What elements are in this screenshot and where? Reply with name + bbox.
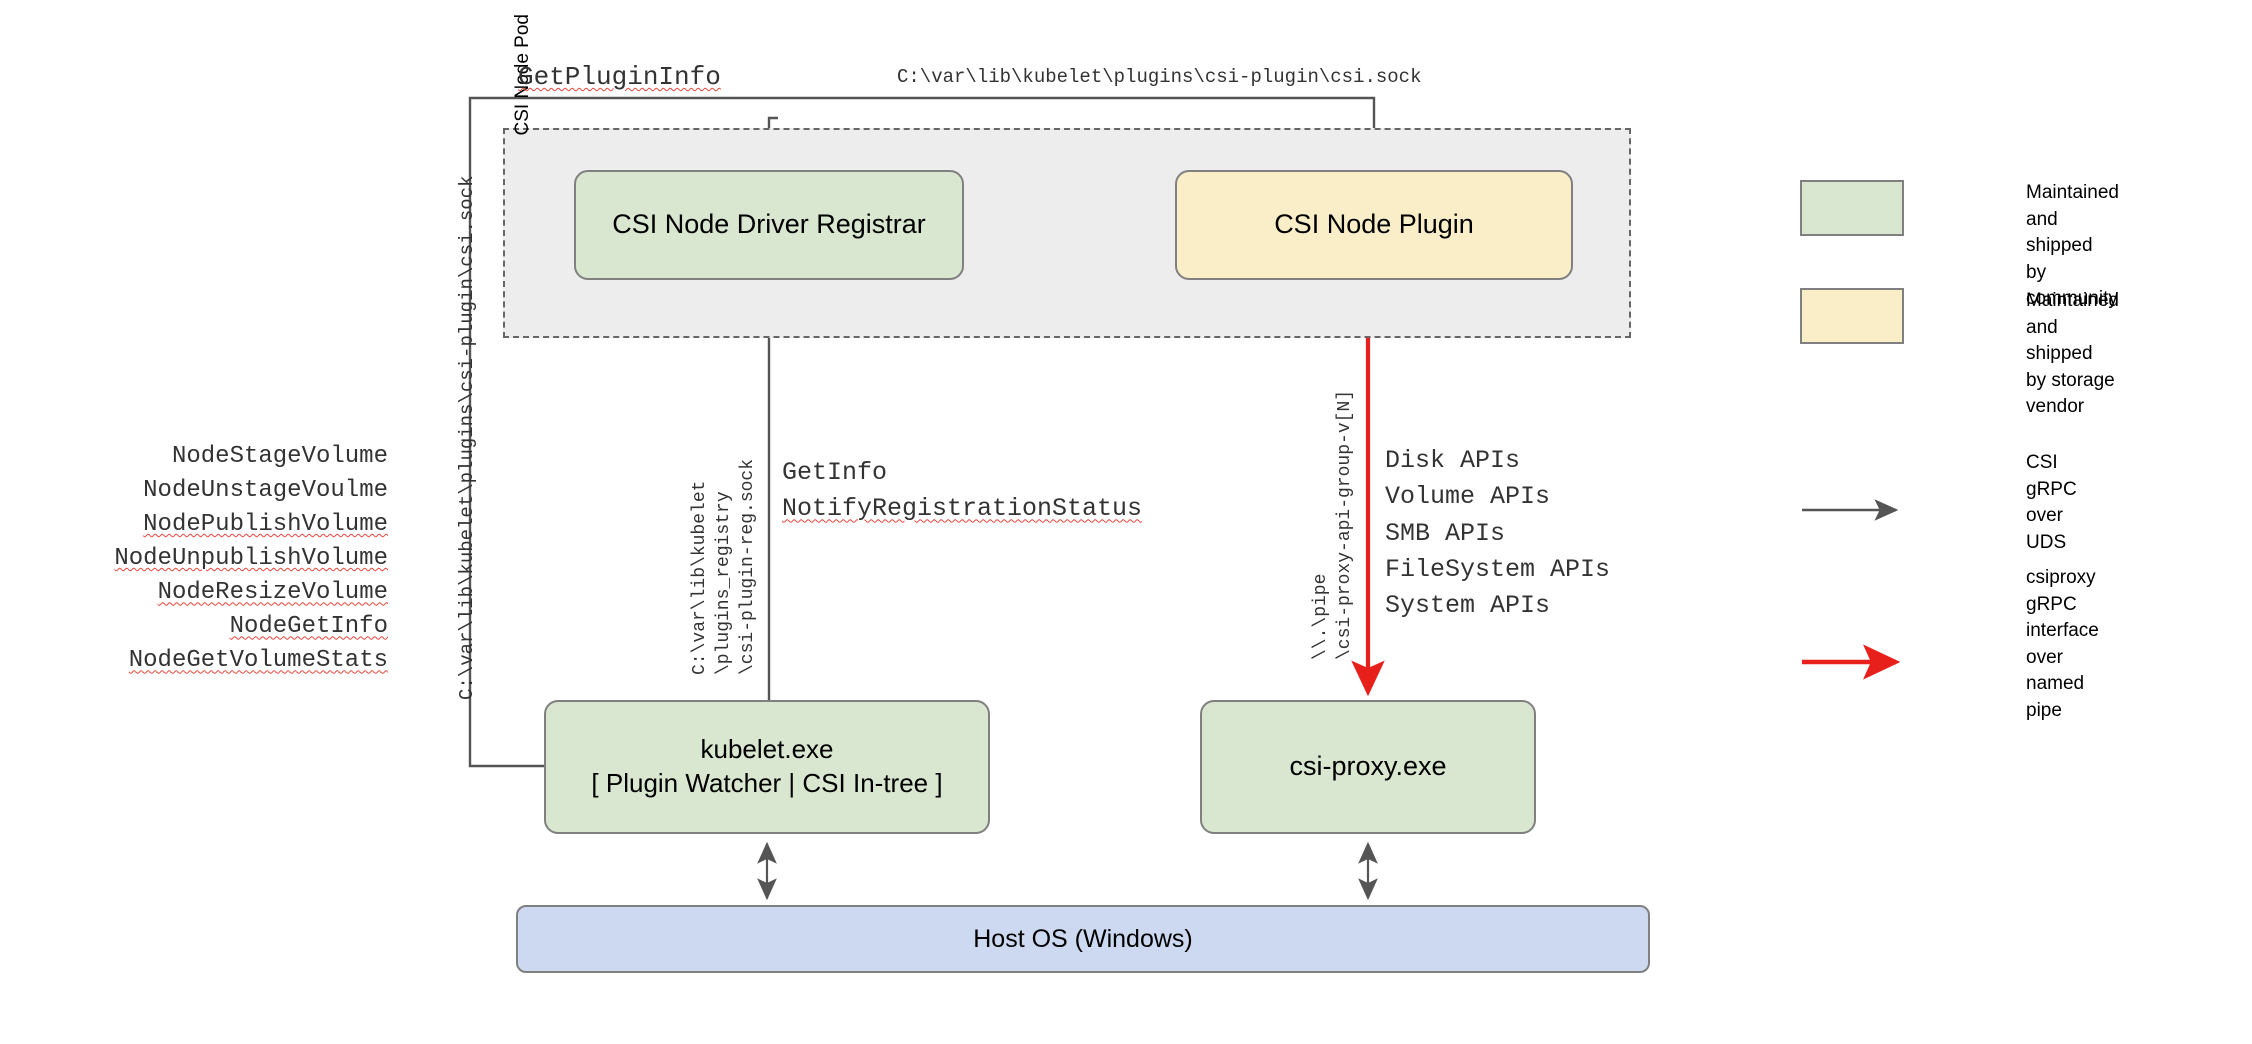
- node-host-os-label: Host OS (Windows): [973, 924, 1193, 953]
- label-registry-sock-line3: \csi-plugin-reg.sock: [738, 458, 758, 675]
- legend-item-uds-arrow: CSI gRPC over UDS: [1800, 450, 2077, 556]
- legend-label-named-pipe: csiproxy gRPC interface over named pipe: [2026, 567, 2099, 721]
- csi-proxy-api-item: Volume APIs: [1385, 482, 1551, 512]
- node-csi-node-plugin-label: CSI Node Plugin: [1274, 209, 1474, 240]
- legend-label-community: Maintained and shipped by community: [2026, 182, 2119, 310]
- node-api-item: NodeUnstageVoulme: [143, 477, 388, 505]
- edge-getplugininfo: [468, 96, 1385, 768]
- registration-api-item: NotifyRegistrationStatus: [782, 494, 1143, 524]
- node-api-row: NodeStageVolume: [88, 440, 388, 474]
- node-api-item: NodeUnpublishVolume: [114, 545, 388, 573]
- label-registry-sock-line2: \plugins_registry: [714, 491, 734, 675]
- node-api-item: NodePublishVolume: [143, 511, 388, 539]
- node-api-item: NodeGetVolumeStats: [128, 647, 388, 675]
- label-csi-sock-path-left: C:\var\lib\kubelet\plugins\csi-plugin\cs…: [456, 175, 478, 701]
- node-api-row: NodeResizeVolume: [88, 576, 388, 610]
- csi-proxy-api-item: System APIs: [1385, 591, 1551, 620]
- legend-label-uds: CSI gRPC over UDS: [2026, 452, 2077, 553]
- label-named-pipe-line1: \\.\pipe: [1311, 573, 1331, 660]
- legend-swatch-vendor: [1800, 288, 1904, 344]
- node-api-row: NodeGetVolumeStats: [88, 644, 388, 678]
- node-csi-proxy-exe[interactable]: csi-proxy.exe: [1200, 700, 1536, 834]
- csi-proxy-api-item: SMB APIs: [1385, 518, 1506, 548]
- node-csi-node-driver-registrar[interactable]: CSI Node Driver Registrar: [574, 170, 964, 280]
- node-api-item: NodeResizeVolume: [157, 579, 388, 607]
- node-kubelet-exe[interactable]: kubelet.exe [ Plugin Watcher | CSI In-tr…: [544, 700, 990, 834]
- node-api-row: NodeUnpublishVolume: [88, 542, 388, 576]
- node-kubelet-exe-subtitle: [ Plugin Watcher | CSI In-tree ]: [591, 768, 943, 798]
- registration-api-item: GetInfo: [782, 458, 888, 487]
- node-csi-node-driver-registrar-label: CSI Node Driver Registrar: [612, 209, 926, 240]
- legend-label-vendor: Maintained and shipped by storage vendor: [2026, 290, 2119, 418]
- csi-node-pod-label: CSI Node Pod: [512, 14, 533, 136]
- label-named-pipe-line2: \csi-proxy-api-group-v[N]: [1335, 389, 1355, 660]
- node-api-item: NodeStageVolume: [171, 443, 388, 470]
- legend-item-community: Maintained and shipped by community: [1800, 180, 2119, 313]
- node-kubelet-exe-title: kubelet.exe: [700, 734, 834, 765]
- node-csi-proxy-exe-label: csi-proxy.exe: [1289, 751, 1447, 782]
- label-get-plugin-info: GetPluginInfo: [518, 62, 721, 92]
- csi-proxy-api-item: FileSystem APIs: [1385, 554, 1611, 584]
- node-api-row: NodePublishVolume: [88, 508, 388, 542]
- legend-item-named-pipe-arrow: csiproxy gRPC interface over named pipe: [1800, 565, 2099, 725]
- node-api-row: NodeUnstageVoulme: [88, 474, 388, 508]
- legend-arrow-uds-icon: [1800, 450, 1904, 470]
- node-host-os[interactable]: Host OS (Windows): [516, 905, 1650, 973]
- node-api-item: NodeGetInfo: [229, 613, 388, 641]
- node-api-row: NodeGetInfo: [88, 610, 388, 644]
- node-csi-node-plugin[interactable]: CSI Node Plugin: [1175, 170, 1573, 280]
- csi-proxy-api-item: Disk APIs: [1385, 446, 1521, 475]
- legend-item-vendor: Maintained and shipped by storage vendor: [1800, 288, 2119, 421]
- legend-arrow-named-pipe-icon: [1800, 565, 1904, 585]
- label-registry-sock-line1: C:\var\lib\kubelet: [690, 480, 710, 675]
- legend-swatch-community: [1800, 180, 1904, 236]
- label-csi-sock-path-top: C:\var\lib\kubelet\plugins\csi-plugin\cs…: [897, 66, 1422, 88]
